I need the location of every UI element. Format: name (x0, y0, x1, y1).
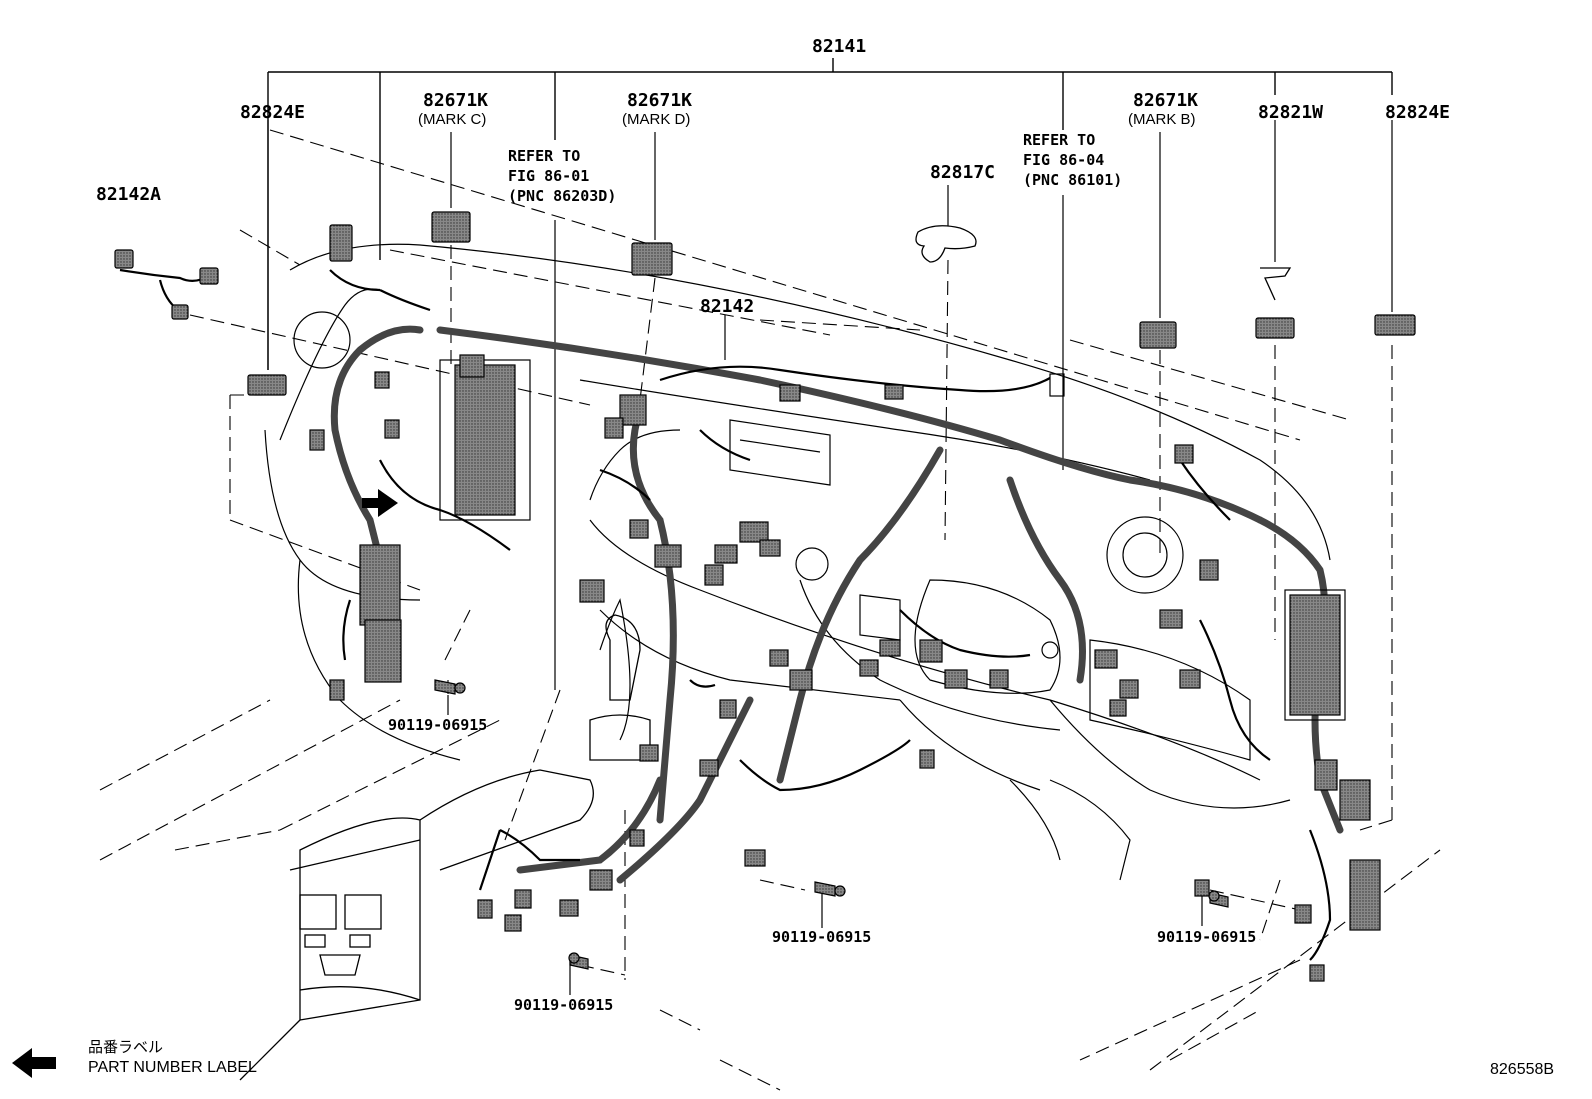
legend-part-number-label: PART NUMBER LABEL (88, 1059, 257, 1076)
label-82671K-mark-d: 82671K (627, 90, 693, 111)
connector-82142A-c (171, 304, 189, 320)
connector-82671K-mark-d (631, 242, 673, 276)
label-82824E-left: 82824E (240, 102, 306, 123)
label-82142: 82142 (700, 296, 755, 317)
label-82671K-mark-b: 82671K (1133, 90, 1199, 111)
connector-82821W (1255, 317, 1295, 339)
dashboard-outline (264, 243, 1331, 881)
label-bolt-90119-06915-a: 90119-06915 (388, 716, 488, 734)
label-82821W: 82821W (1258, 102, 1324, 123)
refer-to-fig-86-04: REFER TO FIG 86-04 (PNC 86101) (1023, 131, 1123, 189)
label-mark-c: (MARK C) (418, 111, 487, 128)
bolt-icon (434, 679, 466, 695)
label-bolt-90119-06915-b: 90119-06915 (772, 928, 872, 946)
refer-to-fig-86-01: REFER TO FIG 86-01 (PNC 86203D) (508, 147, 617, 205)
label-bolt-90119-06915-d: 90119-06915 (514, 996, 614, 1014)
bolt-icon (1208, 890, 1229, 908)
connectors (114, 211, 1416, 982)
label-mark-d: (MARK D) (622, 111, 691, 128)
connector-82142A-b (199, 267, 219, 285)
label-82671K-mark-c: 82671K (423, 90, 489, 111)
label-82141-main-harness: 82141 (812, 36, 867, 57)
connector-82824E-right (1374, 314, 1416, 336)
bolt-icon (568, 952, 589, 970)
center-console (239, 614, 651, 1081)
branch-wires (119, 268, 1332, 961)
main-wire-harness (330, 325, 1344, 884)
label-82817C: 82817C (930, 162, 996, 183)
figure-id: 826558B (1490, 1061, 1555, 1078)
connector-82671K-mark-c (431, 211, 471, 243)
bolt-icon (814, 881, 846, 897)
connector-82671K-mark-b (1139, 321, 1177, 349)
part-number-label-arrow-icon (362, 489, 398, 517)
label-82142A: 82142A (96, 184, 162, 205)
connector-82142A-a (114, 249, 134, 269)
label-mark-b: (MARK B) (1128, 111, 1196, 128)
connector-82824E-left (247, 374, 287, 396)
label-bolt-90119-06915-c: 90119-06915 (1157, 928, 1257, 946)
left-arrow-icon (12, 1048, 56, 1078)
legend-part-number-label-jp: 品番ラベル (88, 1038, 164, 1056)
clip-82821W (1260, 267, 1292, 301)
dashed-reference-lines (99, 129, 1441, 1091)
bolts (434, 679, 1229, 970)
label-82824E-right: 82824E (1385, 102, 1451, 123)
clamp-82817C (915, 225, 977, 263)
part-leader-lines (267, 120, 1393, 995)
